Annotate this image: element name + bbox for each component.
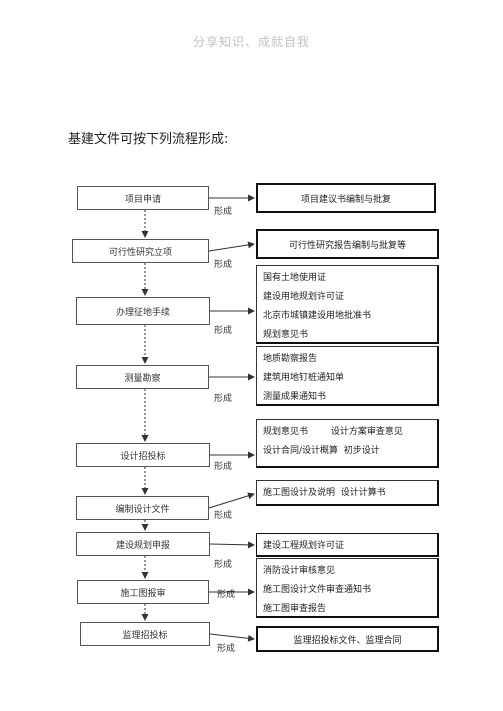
output-line: 可行性研究报告编制与批复等 xyxy=(288,240,406,251)
step-box-project-application: 项目申请 xyxy=(77,186,209,210)
output-box-design-documents: 施工图设计及说明 设计计算书 xyxy=(256,480,439,506)
step-box-drawing-review: 施工图报审 xyxy=(77,580,209,604)
step-output-arrow xyxy=(209,541,255,549)
step-label: 设计招投标 xyxy=(120,451,166,462)
step-label: 施工图报审 xyxy=(120,588,166,599)
output-line: 规划意见书 xyxy=(263,330,309,340)
output-line: 国有土地使用证 xyxy=(263,273,327,283)
output-line: 建筑用地钉桩通知单 xyxy=(263,373,345,383)
intro-text: 基建文件可按下列流程形成: xyxy=(68,132,229,147)
output-box-proposal: 项目建议书编制与批复 xyxy=(256,183,436,213)
output-line: 建设用地规划许可证 xyxy=(263,292,345,302)
output-box-feasibility-report: 可行性研究报告编制与批复等 xyxy=(256,229,439,259)
step-label: 监理招投标 xyxy=(122,630,168,641)
step-box-survey: 测量勘察 xyxy=(76,365,209,389)
output-line: 施工图审查报告 xyxy=(263,604,327,614)
step-output-arrow xyxy=(209,633,255,642)
forms-label: 形成 xyxy=(214,260,233,270)
output-line: 监理招投标文件、监理合同 xyxy=(293,635,402,646)
step-output-arrow xyxy=(208,241,255,252)
forms-label: 形成 xyxy=(214,207,233,217)
page-header: 分享知识、成就自我 xyxy=(192,35,310,49)
output-line: 项目建议书编制与批复 xyxy=(300,194,391,205)
step-label: 可行性研究立项 xyxy=(108,247,172,258)
output-line: 测量成果通知书 xyxy=(263,392,327,402)
output-line: 地质勘察报告 xyxy=(263,354,318,364)
step-box-planning-application: 建设规划申报 xyxy=(76,532,210,556)
output-box-supervision-contract: 监理招投标文件、监理合同 xyxy=(256,626,439,652)
step-box-design-documents: 编制设计文件 xyxy=(76,496,209,520)
forms-label: 形成 xyxy=(214,394,233,404)
output-box-design-bidding-documents: 规划意见书 设计方案审查意见 设计合同/设计概算 初步设计 xyxy=(256,419,439,468)
step-box-feasibility-study: 可行性研究立项 xyxy=(72,239,209,263)
output-line: 设计合同/设计概算 初步设计 xyxy=(263,446,380,456)
output-box-land-documents: 国有土地使用证 建设用地规划许可证 北京市城镇建设用地批准书 规划意见书 xyxy=(256,265,439,344)
output-line: 规划意见书 设计方案审查意见 xyxy=(263,427,403,437)
forms-label: 形成 xyxy=(217,644,236,654)
output-line: 施工图设计文件审查通知书 xyxy=(263,585,372,595)
step-output-arrow xyxy=(208,492,255,509)
output-line: 建设工程规划许可证 xyxy=(263,541,345,551)
step-box-land-acquisition: 办理征地手续 xyxy=(76,297,210,325)
forms-label: 形成 xyxy=(217,590,236,600)
step-label: 编制设计文件 xyxy=(115,504,170,515)
step-label: 项目申请 xyxy=(124,194,161,205)
output-box-survey-documents: 地质勘察报告 建筑用地钉桩通知单 测量成果通知书 xyxy=(256,346,439,406)
output-line: 施工图设计及说明 设计计算书 xyxy=(263,488,386,498)
step-label: 测量勘察 xyxy=(124,373,161,384)
forms-label: 形成 xyxy=(214,511,233,521)
step-label: 建设规划申报 xyxy=(115,540,170,551)
forms-label: 形成 xyxy=(214,560,233,570)
output-box-drawing-review-documents: 消防设计审核意见 施工图设计文件审查通知书 施工图审查报告 xyxy=(256,558,439,618)
output-line: 北京市城镇建设用地批准书 xyxy=(263,311,372,321)
output-box-planning-permit: 建设工程规划许可证 xyxy=(256,533,439,557)
step-label: 办理征地手续 xyxy=(115,307,170,318)
forms-label: 形成 xyxy=(214,326,233,336)
output-line: 消防设计审核意见 xyxy=(263,566,336,576)
step-box-supervision-bidding: 监理招投标 xyxy=(80,622,210,646)
forms-label: 形成 xyxy=(214,462,233,472)
step-box-design-bidding: 设计招投标 xyxy=(76,443,210,467)
